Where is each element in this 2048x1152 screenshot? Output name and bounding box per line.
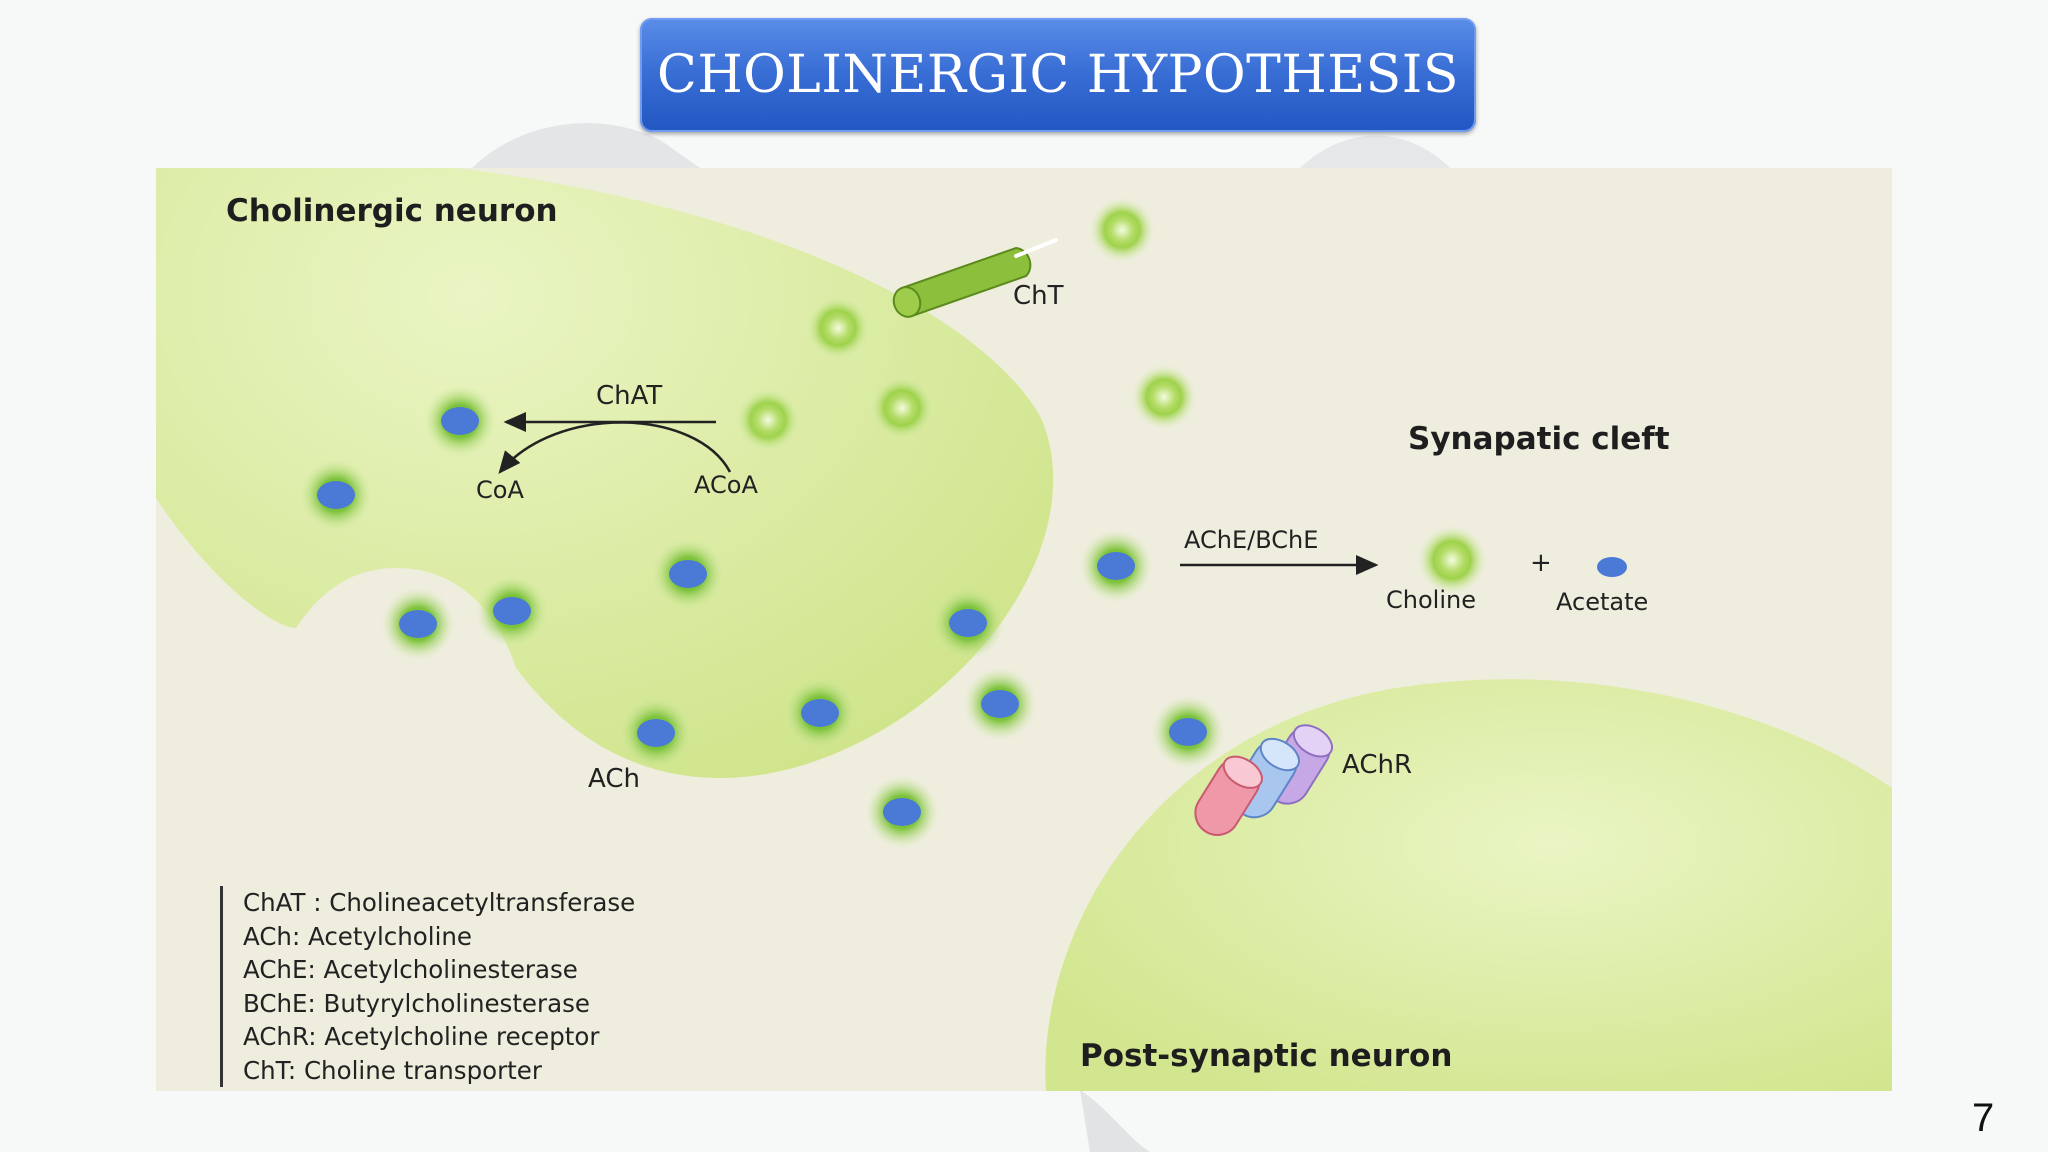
chat-label: ChAT — [596, 381, 663, 411]
ach-molecule — [784, 677, 856, 749]
diagram-panel: Cholinergic neuron ChT ChAT CoA ACoA Syn… — [156, 168, 1892, 1091]
ach-molecule — [382, 588, 454, 660]
legend-item: AChE: Acetylcholinesterase — [243, 955, 578, 984]
ach-molecule — [424, 385, 496, 457]
legend-item: ChT: Choline transporter — [243, 1055, 542, 1085]
choline-molecule — [1090, 198, 1154, 262]
ach-label: ACh — [588, 764, 640, 794]
diagram-canvas — [156, 168, 1892, 1091]
cht-transporter — [892, 246, 1032, 318]
abbreviation-legend: ChAT : Cholineacetyltransferase ACh: Ace… — [220, 886, 635, 1087]
cholinergic-neuron-label: Cholinergic neuron — [226, 193, 558, 229]
ach-molecule — [300, 459, 372, 531]
ach-molecule — [1080, 530, 1152, 602]
cholinergic-neuron-body — [156, 168, 1054, 778]
ache-bche-label: AChE/BChE — [1184, 526, 1319, 554]
coa-label: CoA — [476, 476, 524, 504]
choline-molecule — [1132, 365, 1196, 429]
ach-molecule — [476, 575, 548, 647]
legend-item: BChE: Butyrylcholinesterase — [243, 988, 590, 1018]
plus-sign: + — [1530, 548, 1552, 578]
achr-label: AChR — [1342, 750, 1413, 780]
post-synaptic-neuron-label: Post-synaptic neuron — [1080, 1038, 1453, 1074]
ach-molecule — [866, 776, 938, 848]
ach-molecule — [964, 668, 1036, 740]
legend-item: ChAT : Cholineacetyltransferase — [243, 888, 636, 917]
cht-label: ChT — [1013, 281, 1064, 311]
slide-title-box: CHOLINERGIC HYPOTHESIS — [640, 18, 1476, 132]
acoa-to-coa-arrow — [498, 421, 732, 474]
choline-molecule — [806, 296, 870, 360]
acetate-label: Acetate — [1556, 588, 1649, 616]
ach-molecule — [652, 538, 724, 610]
choline-molecule — [1418, 526, 1486, 594]
acoa-label: ACoA — [694, 471, 758, 499]
choline-molecules — [736, 198, 1486, 594]
choline-uptake-arrow — [1014, 238, 1058, 258]
synaptic-cleft-label: Synapatic cleft — [1408, 421, 1670, 457]
legend-item: ACh: Acetylcholine — [243, 921, 472, 951]
achr-receptor — [1194, 724, 1334, 836]
choline-molecule — [870, 376, 934, 440]
ach-molecules — [300, 385, 1224, 848]
ach-molecule — [1152, 696, 1224, 768]
ach-molecule — [620, 697, 692, 769]
acetate-molecule — [1597, 557, 1627, 577]
choline-molecule — [736, 388, 800, 452]
page-number: 7 — [1972, 1096, 1995, 1140]
ach-molecule — [932, 587, 1004, 659]
legend-item: AChR: Acetylcholine receptor — [243, 1022, 600, 1051]
choline-label: Choline — [1386, 586, 1476, 614]
slide-title: CHOLINERGIC HYPOTHESIS — [657, 45, 1459, 105]
